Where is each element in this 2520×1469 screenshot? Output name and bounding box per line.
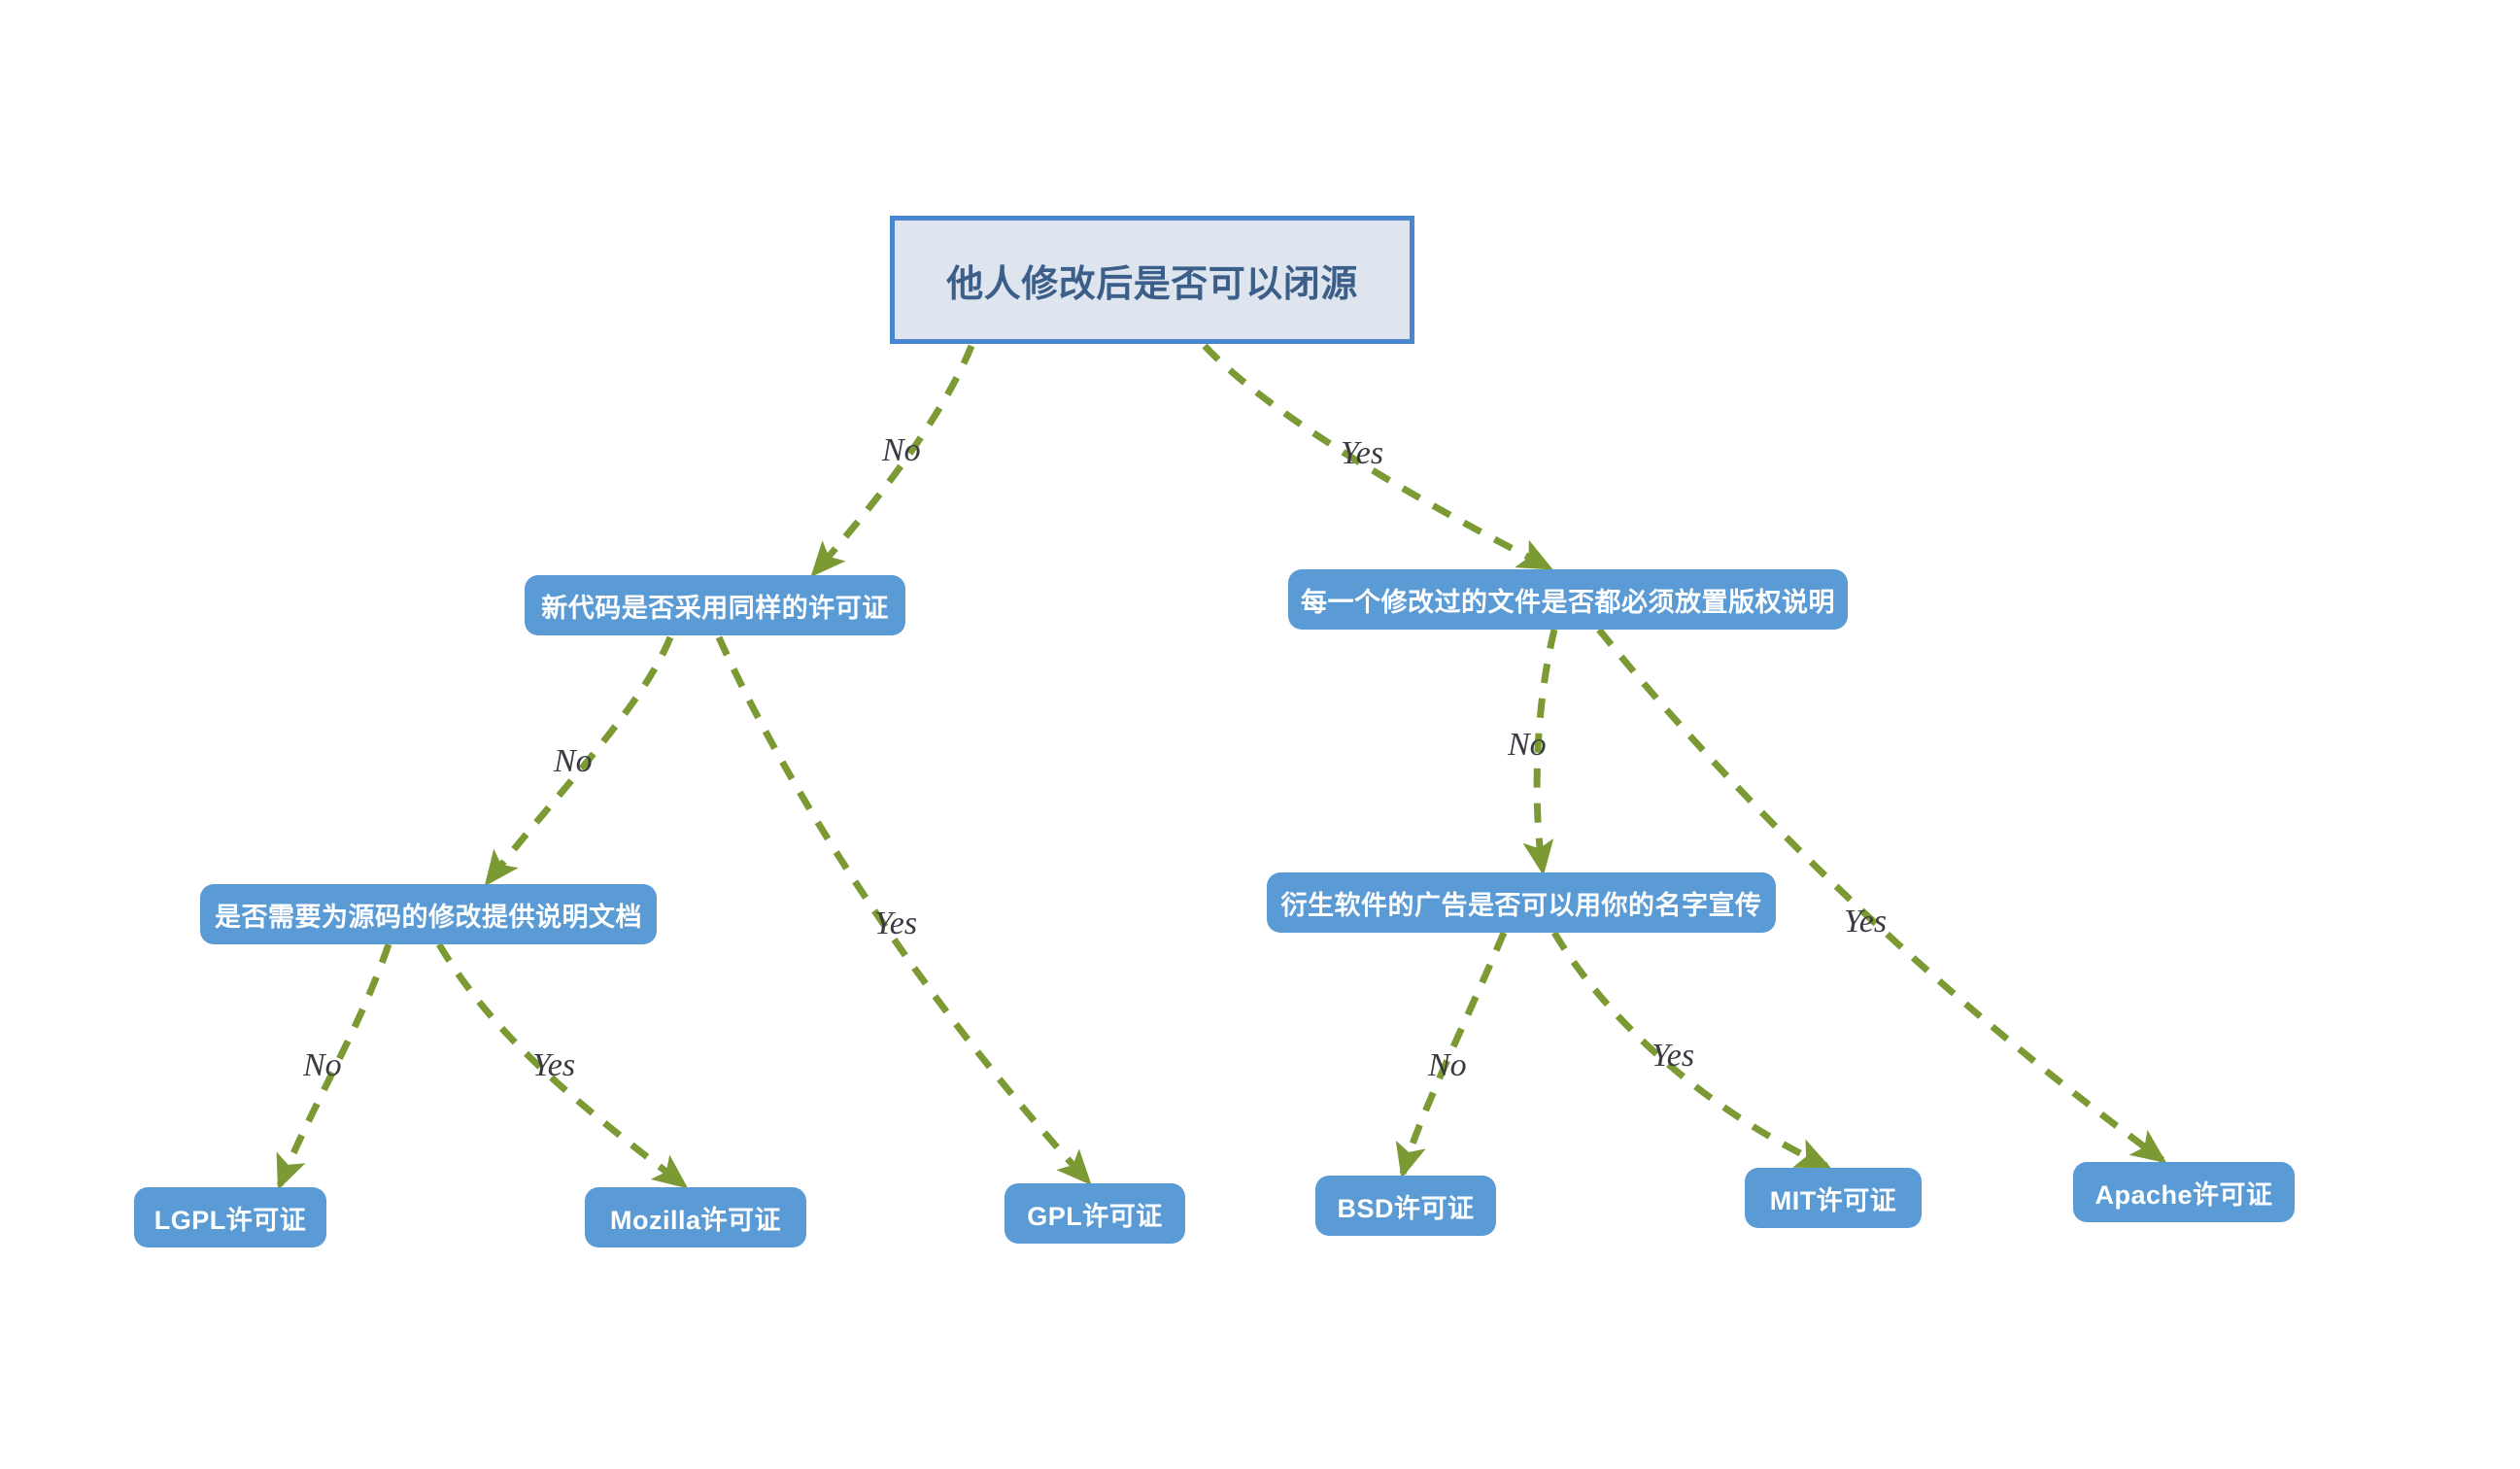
node-label: Mozilla许可证 [609, 1205, 781, 1235]
edge-label-docs-yes: Yes [532, 1047, 576, 1083]
edge-label-ads-no: No [1428, 1047, 1467, 1083]
node-label: GPL许可证 [1027, 1201, 1163, 1231]
node-mit[interactable]: MIT许可证 [1745, 1168, 1922, 1228]
edge-label-copyright-no: No [1508, 727, 1547, 763]
node-ads[interactable]: 衍生软件的广告是否可以用你的名字宣传 [1267, 872, 1776, 933]
node-copyright[interactable]: 每一个修改过的文件是否都必须放置版权说明 [1288, 569, 1848, 630]
node-lgpl[interactable]: LGPL许可证 [134, 1187, 326, 1247]
edge-label-root-no: No [882, 432, 921, 468]
node-label: 是否需要为源码的修改提供说明文档 [215, 902, 642, 932]
node-docs[interactable]: 是否需要为源码的修改提供说明文档 [200, 884, 657, 944]
node-label: 新代码是否采用同样的许可证 [541, 593, 889, 623]
edge-label-same-yes: Yes [874, 905, 918, 941]
edge-label-docs-no: No [303, 1047, 342, 1083]
node-label: 每一个修改过的文件是否都必须放置版权说明 [1301, 587, 1835, 617]
node-same_license[interactable]: 新代码是否采用同样的许可证 [525, 575, 905, 635]
node-mozilla[interactable]: Mozilla许可证 [585, 1187, 806, 1247]
node-apache[interactable]: Apache许可证 [2073, 1162, 2295, 1222]
node-label: 他人修改后是否可以闭源 [946, 263, 1358, 305]
node-bsd[interactable]: BSD许可证 [1315, 1176, 1496, 1236]
edge-label-same-no: No [554, 743, 593, 779]
node-label: 衍生软件的广告是否可以用你的名字宣传 [1280, 890, 1762, 920]
node-label: MIT许可证 [1769, 1185, 1897, 1215]
node-label: BSD许可证 [1337, 1193, 1475, 1223]
edge-label-ads-yes: Yes [1652, 1038, 1695, 1074]
edge-label-copyright-yes: Yes [1844, 904, 1888, 939]
node-gpl[interactable]: GPL许可证 [1005, 1183, 1185, 1244]
node-label: LGPL许可证 [153, 1205, 307, 1235]
node-root[interactable]: 他人修改后是否可以闭源 [890, 216, 1414, 344]
node-label: Apache许可证 [2094, 1179, 2273, 1210]
edge-label-root-yes: Yes [1341, 435, 1384, 471]
